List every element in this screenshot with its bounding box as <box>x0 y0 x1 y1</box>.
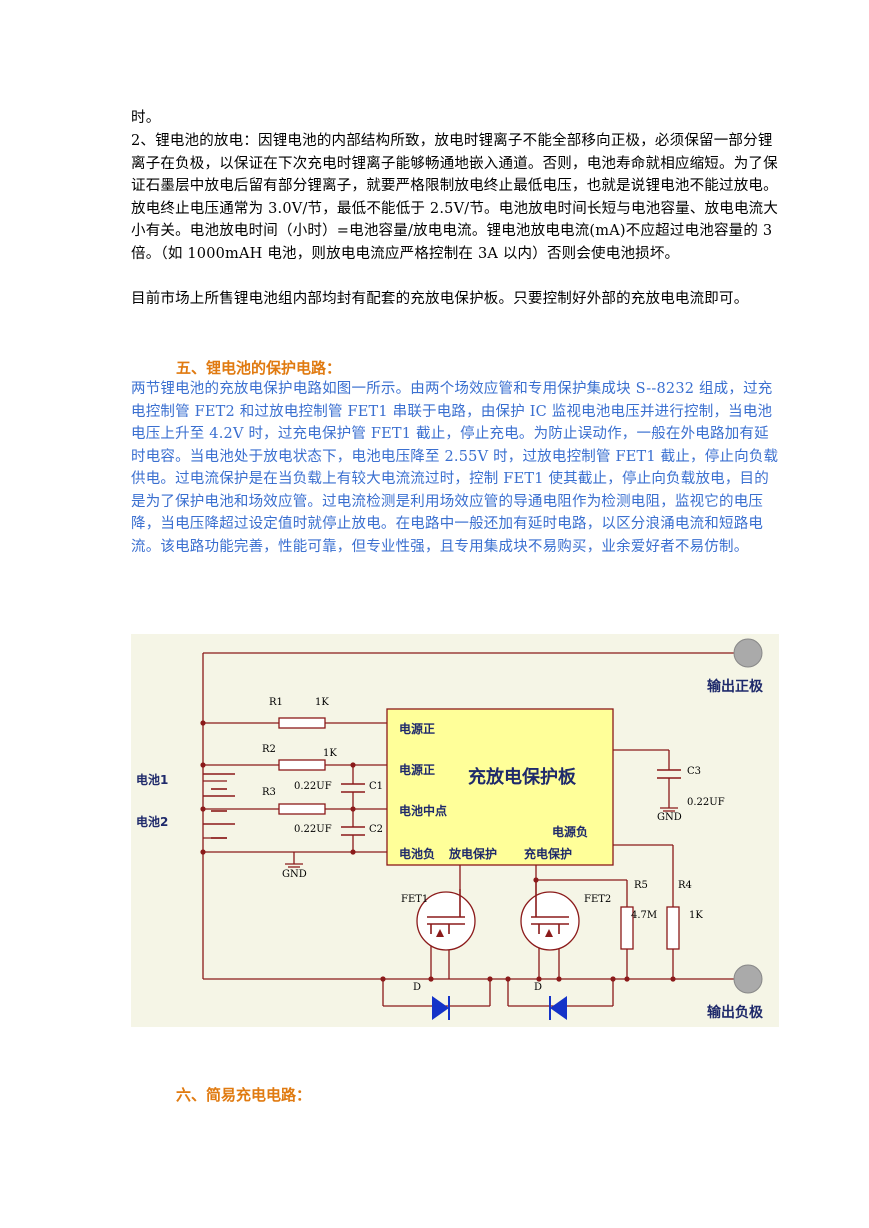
label-c2: C2 <box>369 824 383 835</box>
label-r4: R4 <box>678 880 692 891</box>
resistor-r1 <box>278 717 326 729</box>
pin-power-negative: 电源负 <box>552 824 588 839</box>
resistor-r4 <box>666 906 680 950</box>
junction-dots <box>200 720 676 982</box>
ground-symbol-1 <box>285 863 303 868</box>
label-c1-value: 0.22UF <box>294 781 332 792</box>
diode-d2 <box>549 996 567 1020</box>
label-gnd-2: GND <box>657 812 682 823</box>
label-d2: D <box>534 982 542 993</box>
output-positive-terminal <box>733 638 763 668</box>
label-gnd-1: GND <box>282 869 307 880</box>
paragraph-discharge: 2、锂电池的放电：因锂电池的内部结构所致，放电时锂离子不能全部移向正极，必须保留… <box>131 133 779 262</box>
label-battery-2: 电池2 <box>136 814 168 829</box>
label-fet1: FET1 <box>401 894 428 905</box>
protection-board-ic <box>386 708 614 866</box>
label-c2-value: 0.22UF <box>294 824 332 835</box>
resistor-r2 <box>278 759 326 771</box>
label-r1-value: 1K <box>315 697 329 708</box>
resistor-r5 <box>620 906 634 950</box>
label-c3-value: 0.22UF <box>687 797 725 808</box>
resistor-r3 <box>278 803 326 815</box>
paragraph-protection-board: 目前市场上所售锂电池组内部均封有配套的充放电保护板。只要控制好外部的充放电电流即… <box>131 291 749 307</box>
output-negative-terminal <box>733 964 763 994</box>
board-title: 充放电保护板 <box>468 766 577 788</box>
label-output-positive: 输出正极 <box>707 678 764 695</box>
protection-circuit-diagram: 充放电保护板 电源正 电源正 电池中点 电池负 电源负 放电保护 充电保护 R1… <box>131 634 779 1027</box>
pin-charge-protection: 充电保护 <box>524 846 572 861</box>
section-heading-protection-circuit: 五、锂电池的保护电路： <box>176 359 342 377</box>
paragraph-protection-circuit: 两节锂电池的充放电保护电路如图一所示。由两个场效应管和专用保护集成块 S--82… <box>131 381 779 555</box>
label-r2: R2 <box>262 744 276 755</box>
label-r5: R5 <box>634 880 648 891</box>
pin-discharge-protection: 放电保护 <box>448 846 497 861</box>
fet1-transistor <box>416 889 476 951</box>
label-r2-value: 1K <box>323 748 337 759</box>
section-heading-simple-charger: 六、简易充电电路： <box>176 1086 312 1104</box>
label-c1: C1 <box>369 781 383 792</box>
label-r4-value: 1K <box>689 910 703 921</box>
label-output-negative: 输出负极 <box>707 1004 764 1021</box>
paragraph-continuation: 时。 <box>131 110 161 126</box>
battery-cells <box>203 773 235 839</box>
capacitor-c1 <box>341 783 365 793</box>
ground-symbol-2 <box>660 807 678 812</box>
capacitor-c2 <box>341 826 365 836</box>
pin-battery-midpoint: 电池中点 <box>399 803 447 818</box>
label-fet2: FET2 <box>584 894 611 905</box>
capacitor-c3 <box>657 769 681 779</box>
label-c3: C3 <box>687 766 701 777</box>
label-battery-1: 电池1 <box>136 772 168 787</box>
circuit-wires <box>202 652 735 1007</box>
pin-power-positive-1: 电源正 <box>399 721 435 736</box>
diode-d1 <box>432 996 450 1020</box>
label-d1: D <box>413 982 421 993</box>
fet2-transistor <box>520 880 580 951</box>
label-r1: R1 <box>269 697 283 708</box>
label-r5-value: 4.7M <box>631 910 657 921</box>
pin-battery-negative: 电池负 <box>399 846 435 861</box>
pin-power-positive-2: 电源正 <box>399 762 435 777</box>
label-r3: R3 <box>262 787 276 798</box>
